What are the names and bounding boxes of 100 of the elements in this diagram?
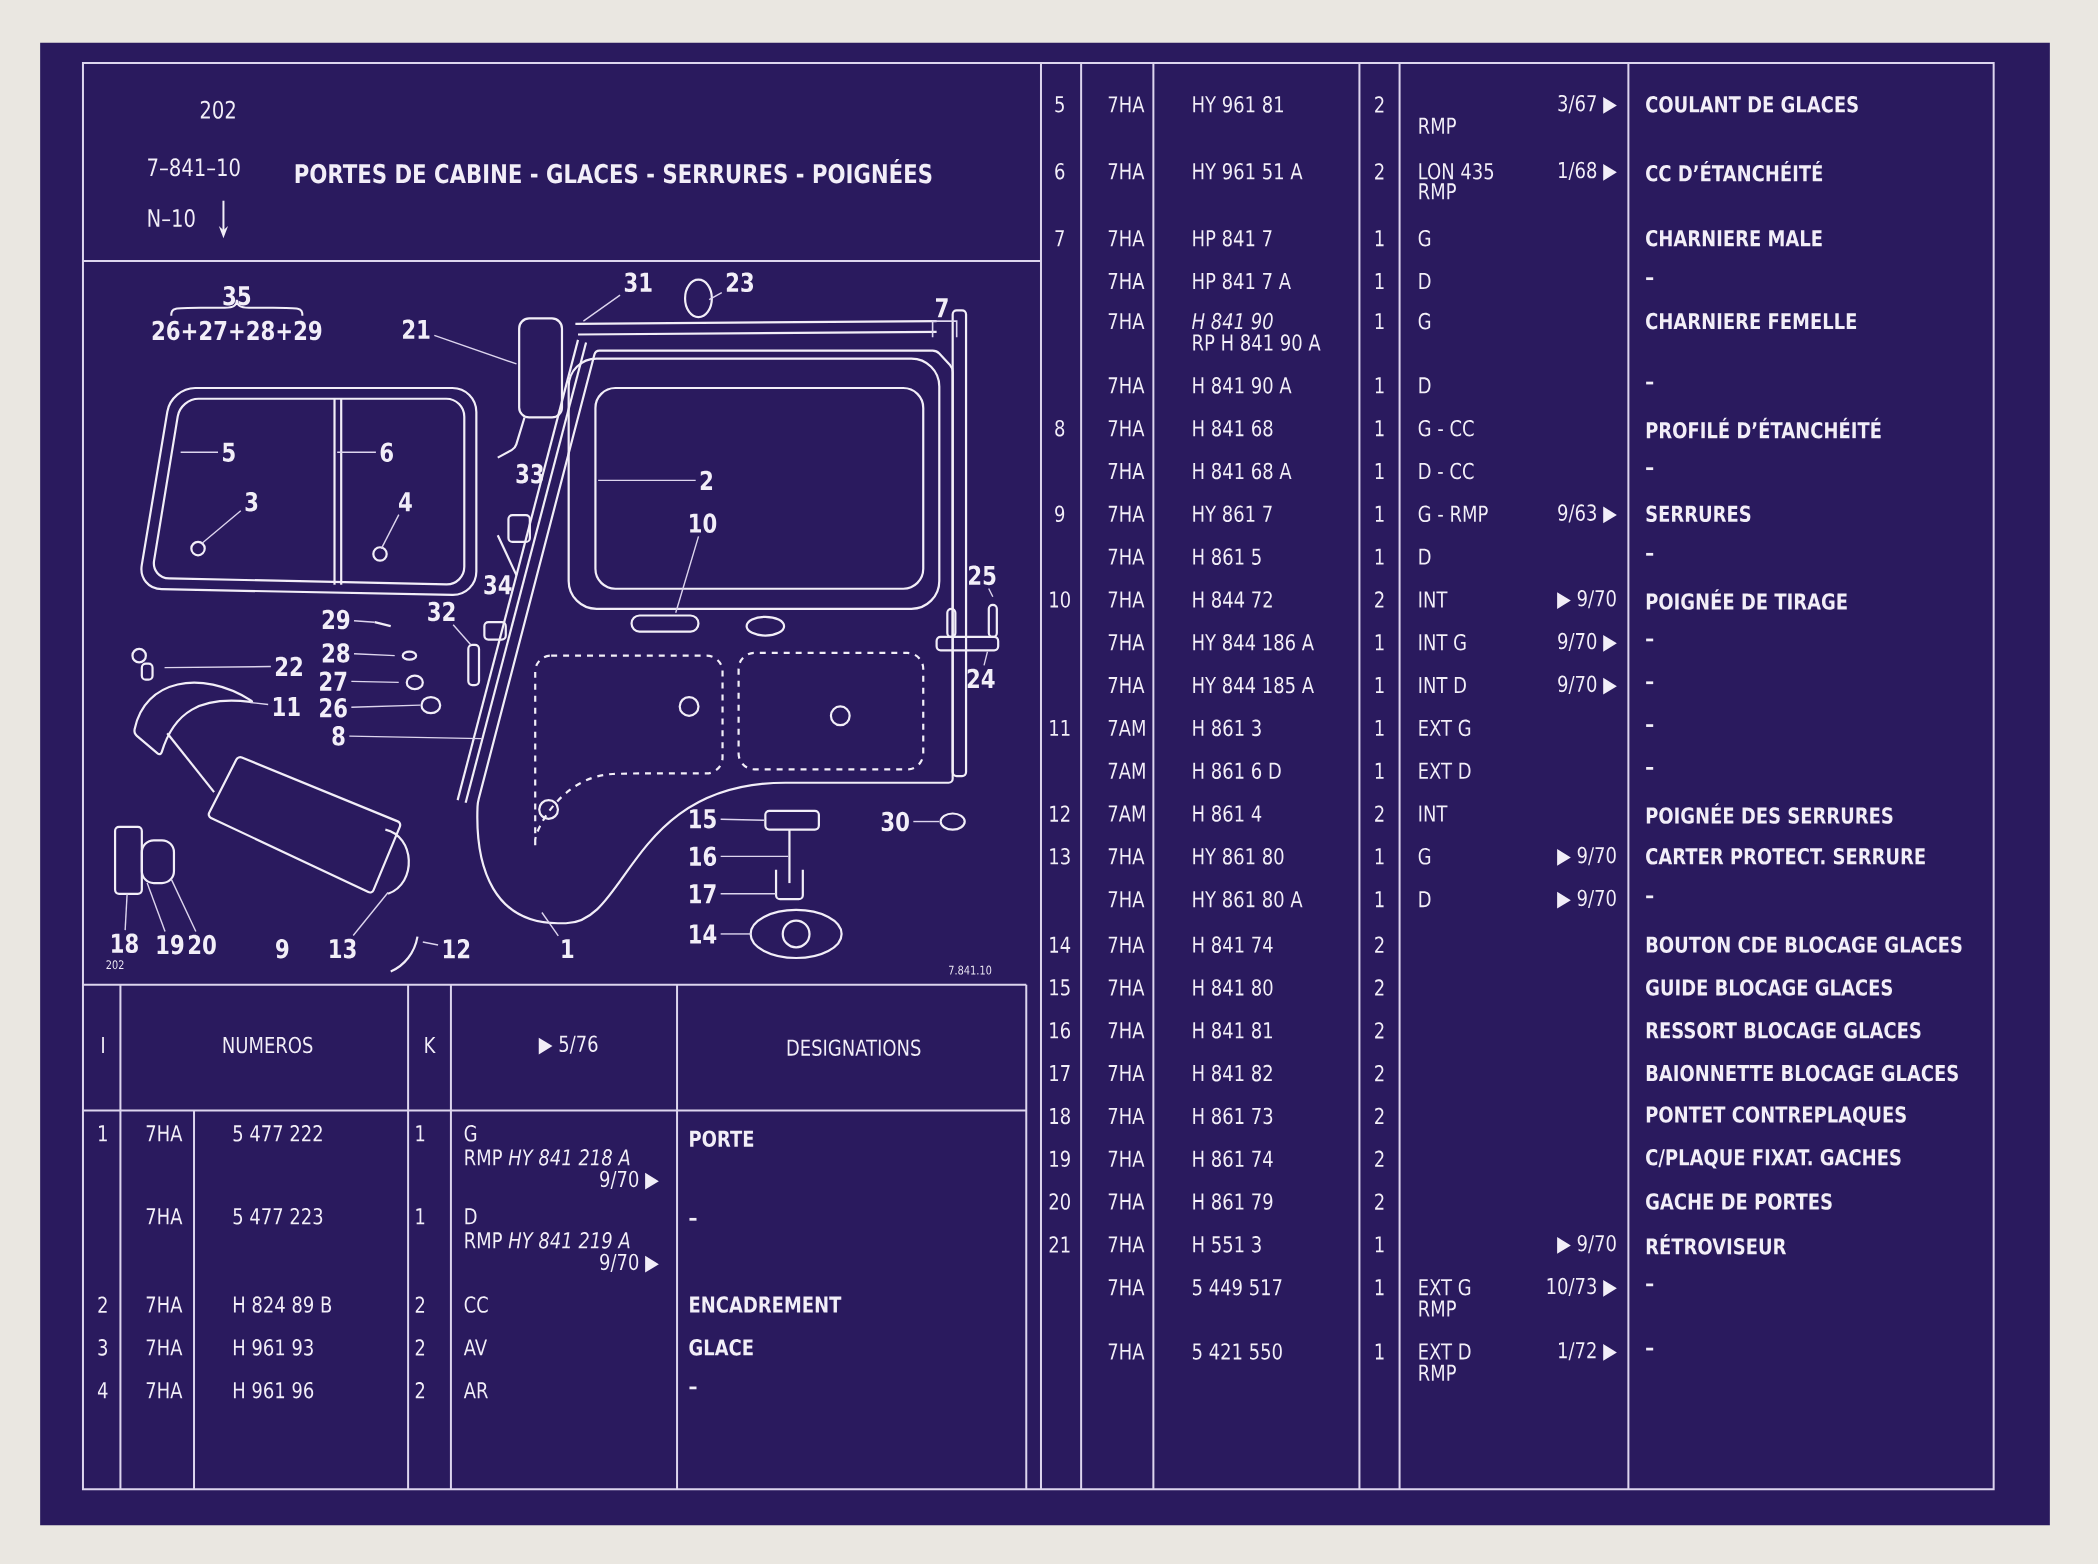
quantity: 2 bbox=[1375, 936, 1384, 953]
designation: C/PLAQUE FIXAT. GACHES bbox=[1646, 1148, 1901, 1169]
part-number: H 841 80 bbox=[1193, 979, 1273, 996]
designation: CHARNIERE MALE bbox=[1646, 229, 1822, 247]
model-code: 7HA bbox=[1108, 677, 1145, 693]
model-code: 7HA bbox=[1108, 936, 1145, 953]
column-header: DESIGNATIONS bbox=[787, 1039, 921, 1056]
callout-number: 17 bbox=[690, 884, 716, 904]
model-code: 7HA bbox=[146, 1339, 183, 1356]
model-code: 7HA bbox=[1108, 1236, 1145, 1253]
remark: AR bbox=[463, 1382, 488, 1399]
part-number: H 961 96 bbox=[233, 1381, 314, 1399]
designation: – bbox=[689, 1217, 697, 1221]
leader-line bbox=[201, 510, 242, 544]
designation: SERRURES bbox=[1646, 505, 1751, 523]
model-code: 7HA bbox=[1108, 505, 1145, 522]
remark: D - CC bbox=[1419, 462, 1474, 480]
designation: PROFILÉ D’ÉTANCHÉITÉ bbox=[1646, 417, 1881, 439]
model-code: 7HA bbox=[1108, 591, 1145, 608]
model-code: 7HA bbox=[1108, 1343, 1145, 1360]
remark: INT G bbox=[1419, 633, 1466, 651]
designation: – bbox=[1646, 1347, 1654, 1351]
quantity: 2 bbox=[415, 1296, 425, 1313]
quantity: 1 bbox=[1375, 462, 1384, 479]
remark: G - RMP bbox=[1418, 505, 1488, 523]
part-number: H 861 73 bbox=[1193, 1107, 1273, 1125]
callout-number: 27 bbox=[320, 671, 347, 691]
model-code: 7AM bbox=[1108, 805, 1145, 822]
leader-line bbox=[433, 334, 518, 365]
item-number: 1 bbox=[99, 1125, 107, 1142]
quantity: 1 bbox=[1375, 891, 1384, 908]
designation: – bbox=[1646, 277, 1654, 280]
designation: GACHE DE PORTES bbox=[1646, 1193, 1832, 1210]
callout-number: 12 bbox=[443, 939, 470, 959]
model-code: 7HA bbox=[1108, 462, 1145, 479]
callout-number: 15 bbox=[690, 809, 716, 829]
item-number: 4 bbox=[97, 1382, 108, 1399]
remark: INT bbox=[1419, 591, 1448, 608]
date-note: 9/70 ▶ bbox=[600, 1253, 659, 1273]
remark: D bbox=[1419, 891, 1431, 908]
leader-line bbox=[179, 451, 219, 453]
item-number: 8 bbox=[1055, 419, 1065, 437]
part-number: HY 861 7 bbox=[1193, 505, 1272, 523]
part-number: HY 861 80 bbox=[1193, 848, 1284, 865]
leader-line bbox=[380, 513, 400, 550]
callout-number: 7 bbox=[936, 298, 948, 318]
part-number: H 861 3 bbox=[1193, 719, 1261, 737]
item-number: 21 bbox=[1049, 1236, 1070, 1253]
quantity: 1 bbox=[1375, 548, 1384, 565]
quantity: 1 bbox=[1375, 848, 1384, 865]
part-number: H 961 93 bbox=[233, 1339, 313, 1356]
model-code: 7HA bbox=[1108, 848, 1145, 865]
part-number: HY 961 81 bbox=[1193, 96, 1283, 113]
part-number: H 841 81 bbox=[1193, 1021, 1272, 1039]
reference-number: 7–841–10 bbox=[148, 158, 240, 177]
date-note: 1/68 ▶ bbox=[1559, 161, 1617, 181]
quantity: 1 bbox=[1375, 1343, 1384, 1360]
date-note: ▶ 9/70 bbox=[1557, 889, 1616, 909]
model-code: 7HA bbox=[146, 1382, 183, 1399]
quantity: 1 bbox=[1375, 719, 1384, 736]
model-code: 7HA bbox=[1108, 230, 1145, 247]
quantity: 1 bbox=[1375, 505, 1384, 522]
item-number: 15 bbox=[1050, 979, 1070, 996]
callout-number: 18 bbox=[112, 933, 138, 954]
leader-line bbox=[912, 820, 940, 823]
part-number: H 841 68 bbox=[1193, 419, 1273, 437]
callout-number: 25 bbox=[969, 565, 996, 586]
part-number: H 861 6 D bbox=[1193, 762, 1281, 779]
designation: RESSORT BLOCAGE GLACES bbox=[1646, 1021, 1921, 1039]
model-code: 7HA bbox=[1108, 313, 1145, 330]
leader-line bbox=[146, 882, 166, 933]
remark: G bbox=[1418, 848, 1431, 865]
leader-line bbox=[352, 891, 389, 937]
designation: BOUTON CDE BLOCAGE GLACES bbox=[1646, 936, 1962, 953]
remark: CC bbox=[464, 1296, 488, 1313]
leader-line bbox=[719, 933, 753, 935]
remark: EXT D bbox=[1419, 1343, 1471, 1360]
leader-line bbox=[124, 893, 128, 931]
callout-number: 23 bbox=[726, 272, 754, 293]
remark: EXT D bbox=[1419, 762, 1471, 779]
part-number: H 841 90 bbox=[1192, 312, 1273, 330]
part-number: H 824 89 B bbox=[233, 1296, 332, 1313]
callout-number: 22 bbox=[275, 656, 302, 676]
callout-number: 33 bbox=[516, 463, 543, 484]
remark: EXT G bbox=[1419, 1278, 1471, 1296]
date-note: 3/67 ▶ bbox=[1558, 94, 1617, 114]
remark: RMP HY 841 219 A bbox=[465, 1232, 630, 1249]
designation: PORTE bbox=[690, 1130, 754, 1147]
remark: RMP HY 841 218 A bbox=[465, 1149, 630, 1166]
callout-number: 8 bbox=[332, 726, 345, 746]
quantity: 2 bbox=[1375, 979, 1384, 996]
quantity: 1 bbox=[1375, 762, 1384, 779]
item-number: 3 bbox=[98, 1339, 108, 1356]
remark: RMP bbox=[1419, 1300, 1456, 1317]
leader-line bbox=[988, 587, 994, 598]
model-code: 7AM bbox=[1108, 719, 1145, 736]
leader-line bbox=[170, 878, 197, 933]
item-number: 17 bbox=[1050, 1065, 1070, 1081]
leader-line bbox=[719, 855, 789, 857]
item-number: 14 bbox=[1050, 936, 1071, 953]
